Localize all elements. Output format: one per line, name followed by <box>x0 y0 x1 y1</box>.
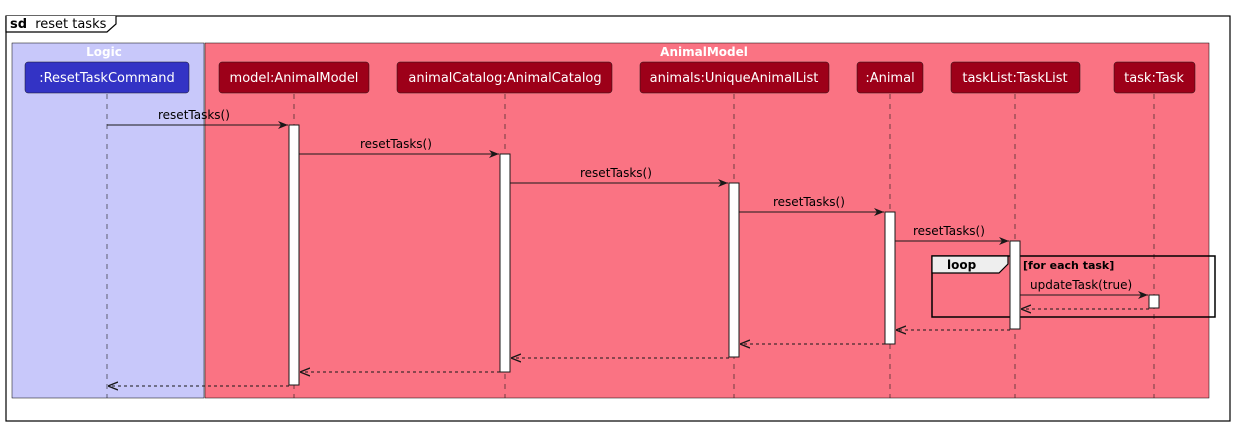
loop-guard: [for each task] <box>1023 259 1114 272</box>
message-label-3: resetTasks() <box>580 166 652 180</box>
message-label-1: resetTasks() <box>158 108 230 122</box>
activation-animal <box>884 211 896 345</box>
message-label-6: updateTask(true) <box>1030 278 1132 292</box>
participant-animals-label: animals:UniqueAnimalList <box>650 71 819 86</box>
participant-catalog-label: animalCatalog:AnimalCatalog <box>408 71 601 86</box>
participant-tasklist[interactable]: taskList:TaskList <box>950 61 1081 94</box>
loop-fragment: loop [for each task] <box>931 255 1216 318</box>
box-logic-title: Logic <box>86 45 122 59</box>
sd-frame-name: reset tasks <box>35 17 106 32</box>
box-logic <box>11 42 205 399</box>
message-label-4: resetTasks() <box>773 195 845 209</box>
loop-keyword: loop <box>947 258 977 272</box>
sd-frame-keyword: sd <box>10 17 27 32</box>
svg-text:sd reset tasks: sd reset tasks <box>10 17 107 32</box>
box-animal-model-title: AnimalModel <box>660 45 748 59</box>
participant-animals[interactable]: animals:UniqueAnimalList <box>639 61 830 94</box>
participant-animal-label: :Animal <box>865 71 914 86</box>
participant-cmd-label: :ResetTaskCommand <box>39 71 175 86</box>
participant-task[interactable]: task:Task <box>1113 61 1196 94</box>
participant-model[interactable]: model:AnimalModel <box>218 61 370 94</box>
activation-catalog <box>499 153 511 373</box>
sd-frame-tab <box>5 16 117 33</box>
activation-tasklist <box>1009 240 1021 330</box>
activation-animals <box>728 182 740 358</box>
participant-cmd[interactable]: :ResetTaskCommand <box>24 61 190 94</box>
participant-animal[interactable]: :Animal <box>856 61 924 94</box>
activation-task <box>1148 294 1160 309</box>
call-messages: resetTasks() resetTasks() resetTasks() r… <box>107 108 1148 299</box>
loop-frame <box>931 255 1216 318</box>
participant-task-label: task:Task <box>1124 71 1184 86</box>
message-label-2: resetTasks() <box>360 137 432 151</box>
participant-tasklist-label: taskList:TaskList <box>962 71 1067 86</box>
activations <box>288 124 1160 386</box>
box-animal-model <box>204 42 1210 399</box>
message-label-5: resetTasks() <box>913 224 985 238</box>
activation-model <box>288 124 300 386</box>
participant-catalog[interactable]: animalCatalog:AnimalCatalog <box>396 61 613 94</box>
loop-tab <box>931 255 1009 274</box>
participant-model-label: model:AnimalModel <box>230 71 359 86</box>
return-messages <box>108 309 1149 386</box>
